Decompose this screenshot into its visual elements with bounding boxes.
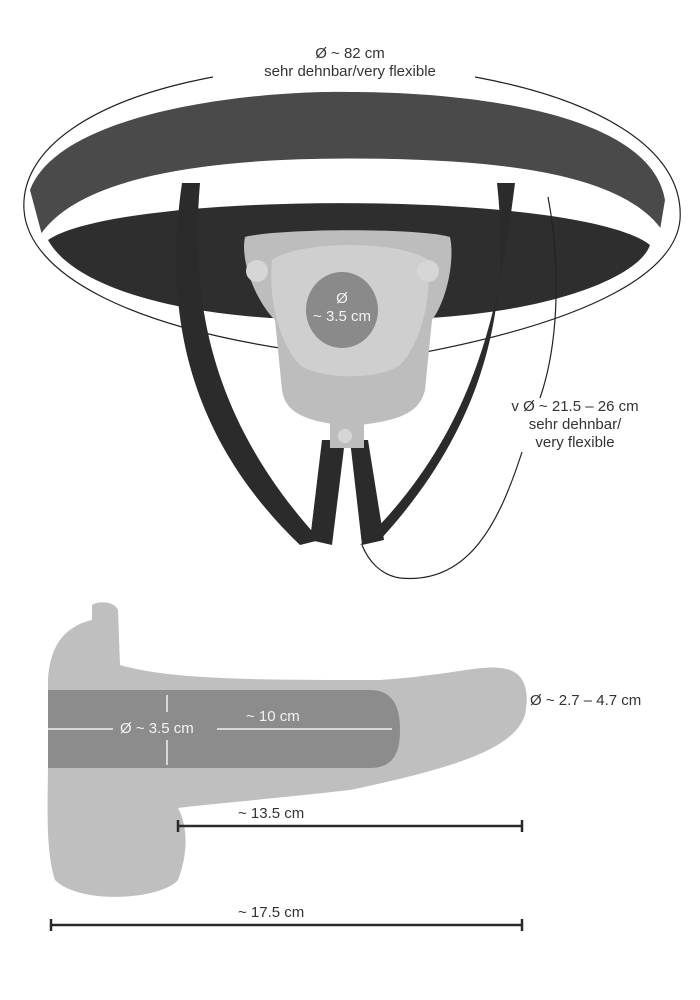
belt-size-label: Ø ~ 82 cm sehr dehnbar/very flexible (210, 45, 490, 81)
left-leg-strap (176, 183, 320, 545)
cavity-diameter-label: Ø ~ 3.5 cm (120, 720, 194, 737)
belt-circumference-line (23, 76, 331, 356)
total-length-line (49, 919, 524, 931)
insertable-length-label: ~ 13.5 cm (238, 805, 305, 822)
insertable-length-line (176, 820, 524, 832)
leg-strap-diameter-text: v Ø ~ 21.5 – 26 cm (511, 398, 639, 415)
leg-strap-size-label: v Ø ~ 21.5 – 26 cm sehr dehnbar/ very fl… (500, 398, 650, 452)
tip-diameter-label: Ø ~ 2.7 – 4.7 cm (530, 692, 642, 709)
leg-strap-flex-text-1: sehr dehnbar/ (528, 416, 622, 433)
belt-diameter-text: Ø ~ 82 cm (315, 45, 385, 62)
ring-diameter-symbol: Ø (336, 290, 348, 307)
leg-strap-circumference-line (539, 196, 557, 399)
ring-size-label: Ø ~ 3.5 cm (300, 290, 384, 326)
cavity-length-label: ~ 10 cm (246, 708, 300, 725)
ring-diameter-text: ~ 3.5 cm (313, 308, 371, 325)
total-length-label: ~ 17.5 cm (238, 904, 305, 921)
leg-strap-flex-text-2: very flexible (535, 434, 615, 451)
ring-hole (306, 272, 378, 348)
belt-flex-text: sehr dehnbar/very flexible (264, 63, 436, 80)
belt-front-band (30, 91, 665, 235)
